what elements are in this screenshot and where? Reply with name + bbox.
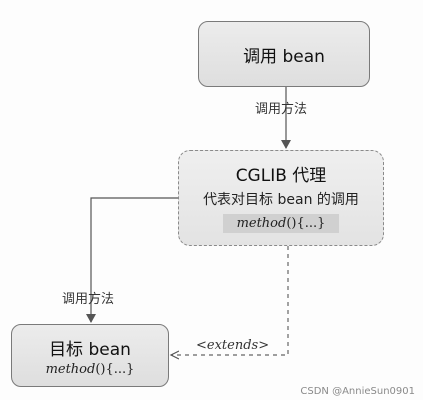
arrow-extends — [171, 246, 289, 355]
proxy-title: CGLIB 代理 — [235, 166, 327, 186]
proxy-to-target-label: 调用方法 — [62, 292, 115, 307]
caller-bean-box: 调用 bean — [198, 21, 370, 87]
caller-to-proxy-label: 调用方法 — [255, 102, 308, 117]
target-method: method(){...} — [12, 362, 168, 377]
cglib-proxy-box: CGLIB 代理 代表对目标 bean 的调用 method(){...} — [178, 150, 384, 246]
proxy-subtitle: 代表对目标 bean 的调用 — [203, 192, 359, 208]
proxy-method-name: method — [236, 216, 287, 231]
target-title: 目标 bean — [49, 340, 131, 360]
watermark-text: CSDN @AnnieSun0901 — [300, 386, 415, 397]
extends-label: <extends> — [196, 338, 270, 353]
proxy-method-suffix: (){...} — [286, 216, 326, 231]
proxy-method: method(){...} — [222, 214, 340, 233]
arrow-proxy-to-target — [86, 197, 178, 323]
target-bean-box: 目标 bean method(){...} — [11, 324, 169, 387]
target-method-suffix: (){...} — [95, 362, 135, 377]
caller-bean-title: 调用 bean — [243, 46, 325, 67]
target-method-name: method — [45, 362, 96, 377]
